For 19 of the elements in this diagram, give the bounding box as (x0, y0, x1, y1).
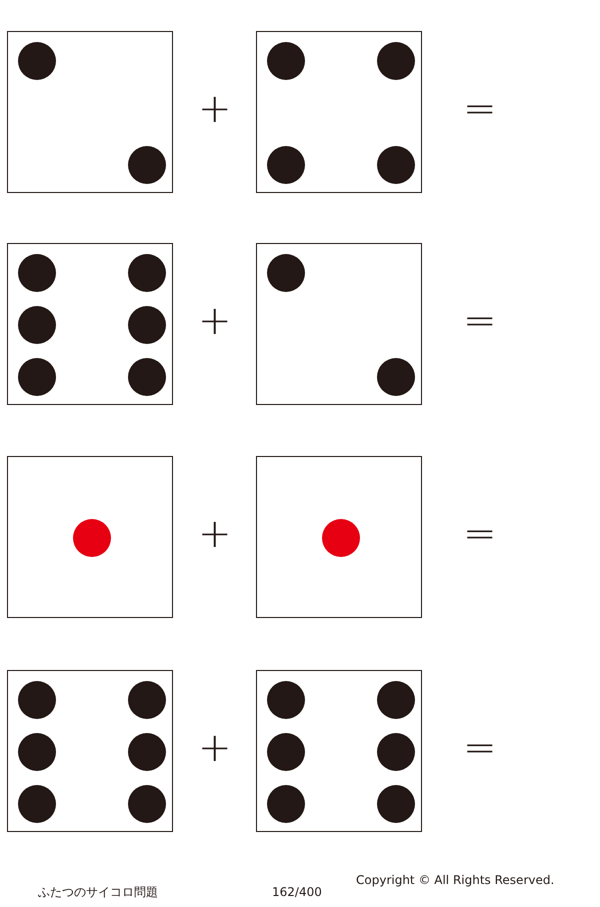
die-face (256, 243, 422, 405)
copyright-notice: Copyright © All Rights Reserved. (356, 874, 554, 886)
plus-sign: + (198, 301, 232, 341)
page-number: 162/400 (272, 886, 322, 898)
die-face (7, 31, 173, 193)
worksheet-title: ふたつのサイコロ問題 (38, 886, 158, 898)
equals-sign: = (463, 728, 497, 768)
die-face (256, 456, 422, 618)
die-face (7, 670, 173, 832)
die-face (7, 456, 173, 618)
plus-sign: + (198, 89, 232, 129)
equals-sign: = (463, 514, 497, 554)
die-face (256, 670, 422, 832)
plus-sign: + (198, 514, 232, 554)
die-face (256, 31, 422, 193)
plus-sign: + (198, 728, 232, 768)
equals-sign: = (463, 89, 497, 129)
die-face (7, 243, 173, 405)
equals-sign: = (463, 301, 497, 341)
